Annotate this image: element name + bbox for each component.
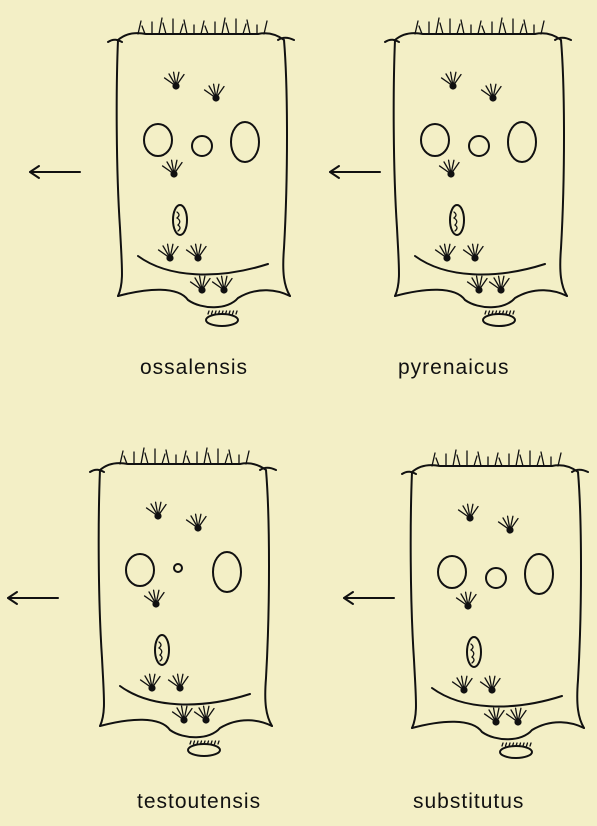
seta xyxy=(147,502,166,519)
terminal-organ xyxy=(206,311,238,326)
body-outline xyxy=(411,465,584,728)
transverse-curve xyxy=(432,688,562,706)
opening-left xyxy=(438,556,466,588)
transverse-curve xyxy=(120,686,250,704)
seta xyxy=(490,276,509,293)
seta xyxy=(507,708,526,725)
seta xyxy=(481,676,500,693)
seta xyxy=(205,84,224,101)
segment-ossalensis xyxy=(108,18,294,326)
terminal-organ xyxy=(188,741,220,756)
seta xyxy=(159,244,178,261)
oval-structure xyxy=(467,637,481,667)
seta xyxy=(482,84,501,101)
terminal-organ xyxy=(500,743,532,758)
bristle-fringe xyxy=(432,450,561,466)
seta xyxy=(187,514,206,531)
direction-arrow-testoutensis xyxy=(8,592,58,604)
transverse-curve xyxy=(415,256,545,274)
seta xyxy=(436,244,455,261)
seta xyxy=(440,160,459,177)
opening-left xyxy=(421,124,449,156)
seta xyxy=(145,590,164,607)
direction-arrow-substitutus xyxy=(344,592,394,604)
seta xyxy=(459,504,478,521)
species-label-ossalensis: ossalensis xyxy=(140,356,248,380)
seta xyxy=(163,160,182,177)
body-outline xyxy=(117,33,290,296)
seta xyxy=(187,244,206,261)
opening-center xyxy=(192,136,212,156)
seta xyxy=(173,706,192,723)
terminal-organ xyxy=(483,311,515,326)
opening-left xyxy=(126,554,154,586)
seta xyxy=(195,706,214,723)
bristle-fringe xyxy=(120,448,249,464)
opening-center xyxy=(486,568,506,588)
segment-pyrenaicus xyxy=(385,18,571,326)
opening-right xyxy=(213,552,241,592)
seta xyxy=(213,276,232,293)
opening-right xyxy=(525,554,553,594)
species-label-substitutus: substitutus xyxy=(413,790,524,814)
opening-right xyxy=(508,122,536,162)
seta xyxy=(464,244,483,261)
seta xyxy=(485,708,504,725)
seta xyxy=(457,592,476,609)
opening-center xyxy=(174,564,182,572)
body-outline xyxy=(99,463,272,726)
oval-structure xyxy=(155,635,169,665)
seta xyxy=(442,72,461,89)
oval-structure xyxy=(173,205,187,235)
opening-left xyxy=(144,124,172,156)
opening-center xyxy=(469,136,489,156)
seta xyxy=(165,72,184,89)
bristle-fringe xyxy=(138,18,267,34)
corner-hooks xyxy=(90,468,276,472)
oval-structure xyxy=(450,205,464,235)
segment-substitutus xyxy=(402,450,588,758)
species-label-testoutensis: testoutensis xyxy=(137,790,261,814)
bristle-fringe xyxy=(415,18,544,34)
body-outline xyxy=(394,33,567,296)
direction-arrow-pyrenaicus xyxy=(330,166,380,178)
seta xyxy=(141,674,160,691)
seta xyxy=(453,676,472,693)
species-label-pyrenaicus: pyrenaicus xyxy=(398,356,510,380)
seta xyxy=(191,276,210,293)
transverse-curve xyxy=(138,256,268,274)
corner-hooks xyxy=(385,38,571,42)
corner-hooks xyxy=(108,38,294,42)
seta xyxy=(499,516,518,533)
corner-hooks xyxy=(402,470,588,474)
direction-arrow-ossalensis xyxy=(30,166,80,178)
segment-testoutensis xyxy=(90,448,276,756)
seta xyxy=(468,276,487,293)
opening-right xyxy=(231,122,259,162)
seta xyxy=(169,674,188,691)
